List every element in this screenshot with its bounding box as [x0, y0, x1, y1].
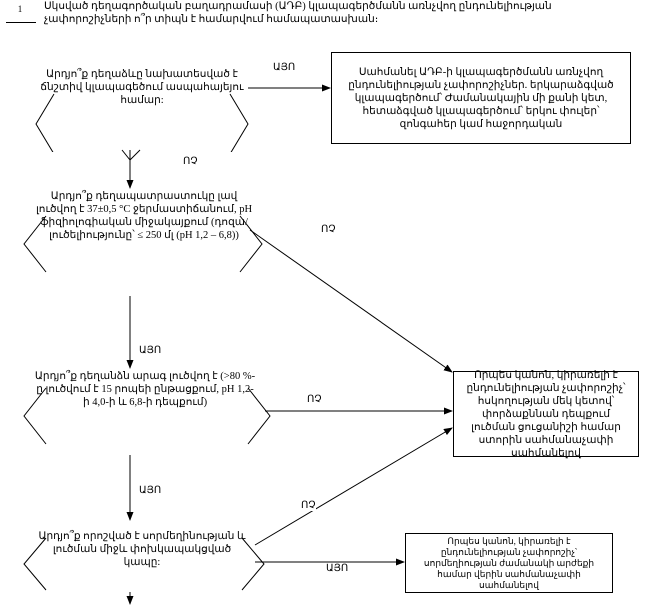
- edge-label-yes-2: ԱՅՈ: [138, 345, 163, 356]
- outcome-box-2[interactable]: Որպես կանոն, կիրառելի է ընդունելիության …: [453, 370, 639, 459]
- edge-label-yes-3: ԱՅՈ: [138, 485, 163, 496]
- decision-3-shape: [20, 372, 276, 464]
- footnote-text: Սկսված դեղագործական բաղադրամասի (ԱԴԲ) կլ…: [44, 1, 552, 25]
- decision-4-text[interactable]: Արդյո՞ք որոշված է սորմեղինության և լուծմ…: [38, 531, 246, 568]
- edge-label-no-4: ՈՉ: [300, 500, 317, 511]
- decision-3-text[interactable]: Արդյո՞ք դեղանձն արագ լուծվող է (>80 %-ը …: [34, 371, 256, 408]
- decision-1-text[interactable]: Արդյո՞ք դեղաձևը նախատեսված է ճնշտիվ կլապ…: [40, 69, 244, 106]
- edge-label-yes-4: ԱՅՈ: [325, 563, 350, 574]
- footnote-rule: [6, 22, 36, 23]
- edge-label-no-2: ՈՉ: [320, 224, 337, 235]
- decision-1-shape: [30, 56, 254, 152]
- edge-label-no-1: ՈՉ: [182, 156, 199, 167]
- outcome-box-3[interactable]: Որպես կանոն, կիրառելի է ընդունելիության …: [405, 533, 613, 593]
- decision-2-text[interactable]: Արդյո՞ք դեղապատրաստուկը լավ լուծվող է 37…: [35, 191, 253, 241]
- outcome-box-1[interactable]: Սահմանել ԱԴԲ-ի կլապագերծմանն առնչվող ընդ…: [331, 52, 631, 144]
- edge-label-no-3: ՈՉ: [306, 394, 323, 405]
- decision-4-shape: [20, 524, 270, 604]
- decision-2-shape: [20, 192, 266, 302]
- footnote-number: 1: [17, 4, 23, 14]
- edge-label-yes-1: ԱՅՈ: [272, 62, 297, 73]
